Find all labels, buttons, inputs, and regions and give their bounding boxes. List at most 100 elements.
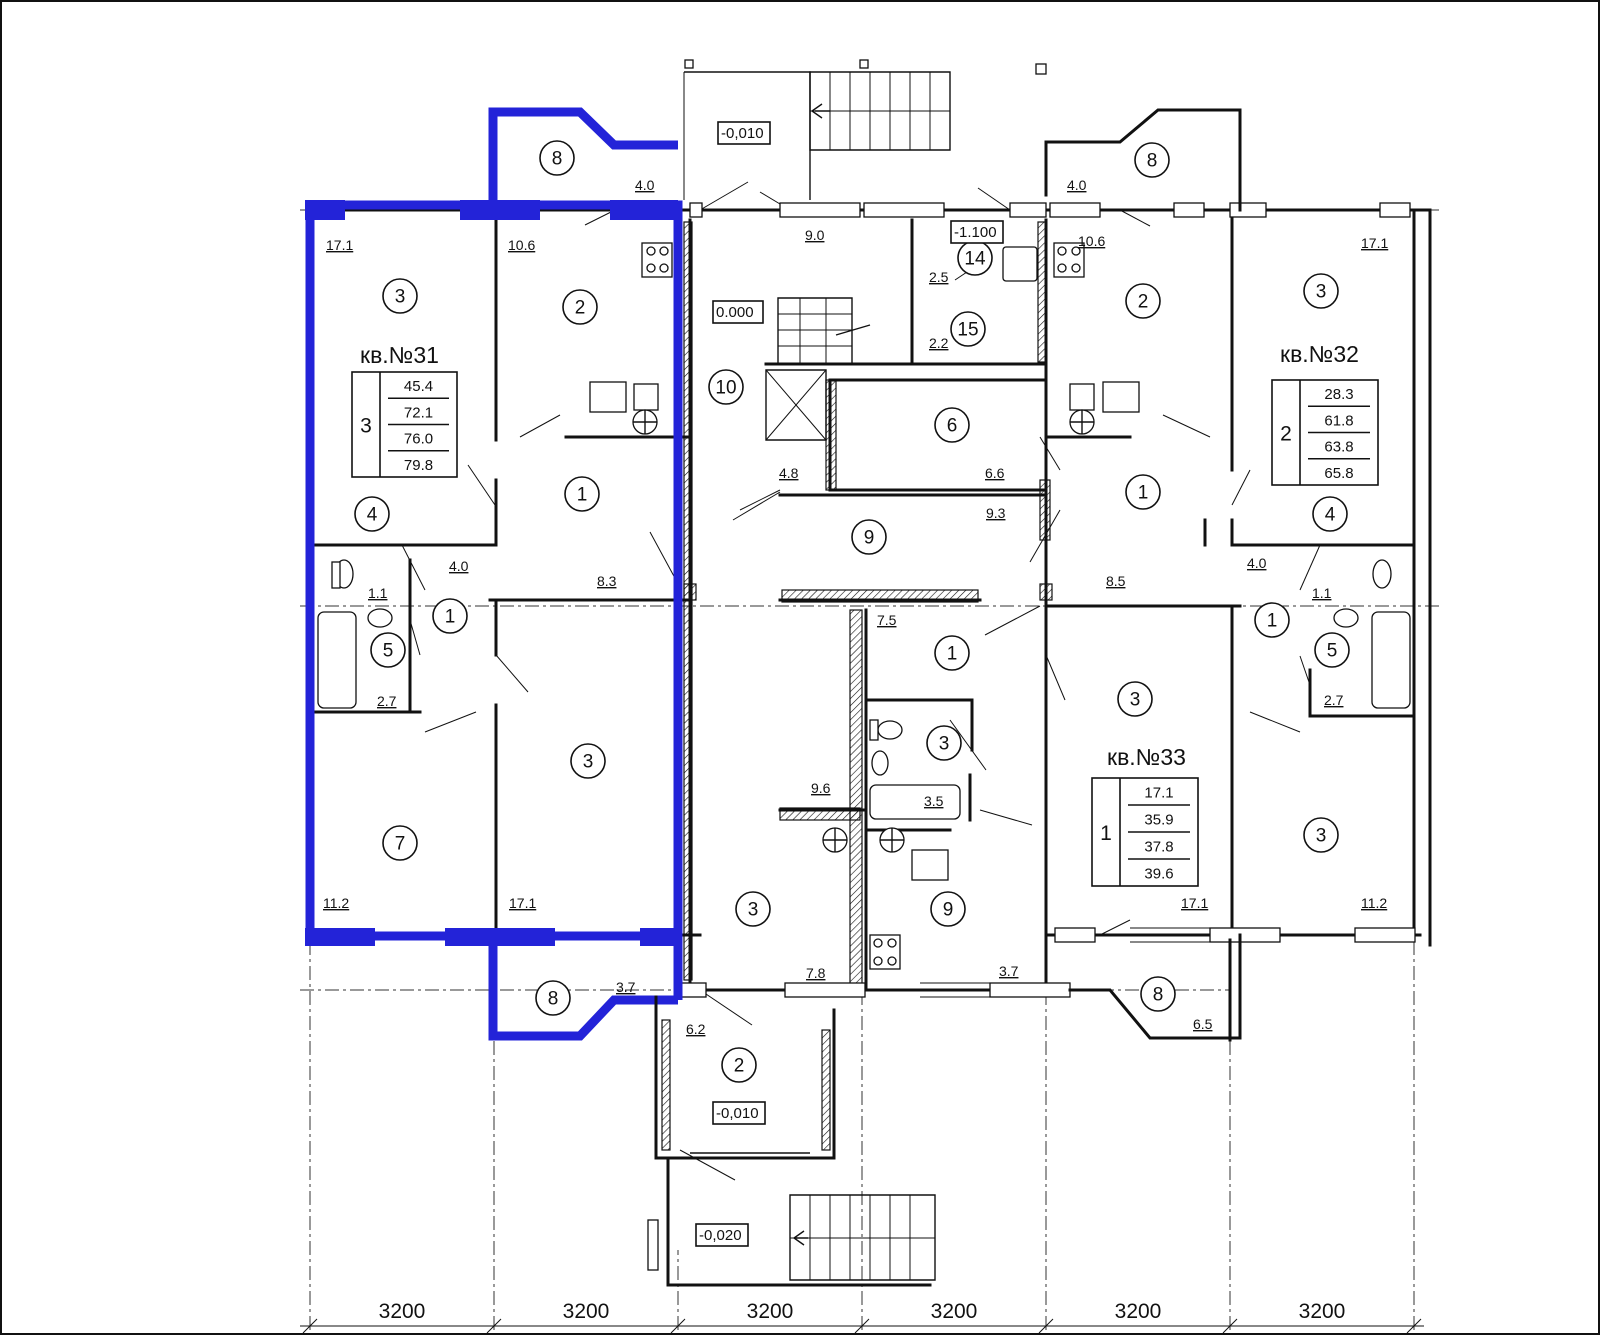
apartment-area-value: 63.8 xyxy=(1324,439,1353,456)
room-area-label: 9.3 xyxy=(986,505,1006,521)
room-area-label: 17.1 xyxy=(509,895,536,911)
room-number-marker: 1 xyxy=(564,476,600,512)
room-area-label: 11.2 xyxy=(1361,895,1387,911)
room-number-marker: 8 xyxy=(1140,976,1176,1012)
room-number-marker: 5 xyxy=(1314,632,1350,668)
room-area-label: 2.5 xyxy=(929,269,949,285)
room-count: 1 xyxy=(1100,822,1112,845)
apartment-name: кв.№33 xyxy=(1107,744,1186,770)
level-mark: -0,010 xyxy=(717,121,771,145)
level-value: -0,010 xyxy=(721,125,764,142)
room-number: 1 xyxy=(445,607,456,628)
room-number: 9 xyxy=(864,528,875,549)
room-area-label: 2.7 xyxy=(377,693,397,709)
room-number-marker: 14 xyxy=(957,240,993,276)
room-area-label: 11.2 xyxy=(323,895,349,911)
room-area-label: 9.0 xyxy=(805,227,825,243)
level-value: -0,010 xyxy=(716,1105,759,1122)
room-number: 6 xyxy=(947,416,958,437)
level-mark: -0,010 xyxy=(712,1101,766,1125)
room-area-label: 17.1 xyxy=(1361,235,1388,251)
room-area-label: 6.2 xyxy=(686,1021,706,1037)
room-number: 7 xyxy=(395,834,406,855)
room-area-label: 1.1 xyxy=(368,585,388,601)
room-area-label: 8.3 xyxy=(597,573,617,589)
window-blocks xyxy=(675,202,1416,998)
room-number-marker: 9 xyxy=(930,891,966,927)
room-count: 3 xyxy=(360,415,372,438)
axis-dimension: 3200 xyxy=(1115,1300,1162,1323)
room-number: 2 xyxy=(575,298,586,319)
entrance-vestibule xyxy=(647,995,932,1287)
room-number-marker: 8 xyxy=(539,140,575,176)
apartment-area-value: 17.1 xyxy=(1144,785,1173,802)
room-number: 1 xyxy=(1267,611,1278,632)
room-number-marker: 5 xyxy=(370,632,406,668)
balconies xyxy=(1044,108,1242,1042)
room-number: 2 xyxy=(1138,292,1149,313)
room-area-label: 10.6 xyxy=(508,237,535,253)
highlighted-apartment-outline xyxy=(305,107,683,1041)
room-area-label: 17.1 xyxy=(1181,895,1208,911)
room-number-marker: 1 xyxy=(1254,602,1290,638)
room-number-marker: 4 xyxy=(1312,496,1348,532)
room-area-label: 4.0 xyxy=(449,558,469,574)
room-number: 3 xyxy=(748,900,759,921)
room-number: 8 xyxy=(552,149,563,170)
room-area-label: 4.0 xyxy=(1067,177,1087,193)
room-number: 10 xyxy=(715,378,736,399)
room-number-marker: 3 xyxy=(1303,817,1339,853)
room-area-label: 3.5 xyxy=(924,793,944,809)
apartment-area-value: 72.1 xyxy=(404,404,433,421)
room-number-marker: 1 xyxy=(1125,474,1161,510)
room-number: 14 xyxy=(964,249,986,270)
room-area-label: 6.6 xyxy=(985,465,1005,481)
room-area-label: 2.2 xyxy=(929,335,949,351)
room-area-label: 4.0 xyxy=(1247,555,1267,571)
room-area-label: 4.0 xyxy=(635,177,655,193)
apartment-area-value: 79.8 xyxy=(404,457,433,474)
room-count: 2 xyxy=(1280,423,1292,446)
room-area-label: 7.5 xyxy=(877,612,897,628)
room-number: 1 xyxy=(1138,483,1149,504)
room-number: 5 xyxy=(1327,641,1338,662)
room-number: 15 xyxy=(957,320,978,341)
room-number: 8 xyxy=(548,989,559,1010)
room-area-label: 10.6 xyxy=(1078,233,1105,249)
staircases xyxy=(683,59,1047,1281)
room-number-marker: 3 xyxy=(735,891,771,927)
axis-dimension: 3200 xyxy=(1299,1300,1346,1323)
apartment-area-value: 45.4 xyxy=(404,378,433,395)
apartment-name: кв.№31 xyxy=(360,342,439,368)
room-number-marker: 4 xyxy=(354,496,390,532)
room-number: 3 xyxy=(1316,826,1327,847)
room-area-label: 17.1 xyxy=(326,237,353,253)
room-number: 4 xyxy=(1325,505,1336,526)
interior-walls xyxy=(308,208,1416,992)
room-number: 3 xyxy=(1316,282,1327,303)
apartment-area-value: 37.8 xyxy=(1144,839,1173,856)
room-number: 3 xyxy=(583,752,594,773)
level-mark: -0,020 xyxy=(695,1223,749,1247)
room-number: 3 xyxy=(395,287,406,308)
room-number: 8 xyxy=(1147,151,1158,172)
level-mark: -1.100 xyxy=(950,220,1004,244)
room-number-marker: 8 xyxy=(1134,142,1170,178)
level-value: -0,020 xyxy=(699,1227,742,1244)
masonry-walls xyxy=(683,221,1053,991)
room-number: 8 xyxy=(1153,985,1164,1006)
room-number-marker: 15 xyxy=(950,311,986,347)
room-number: 3 xyxy=(1130,690,1141,711)
room-number-marker: 3 xyxy=(926,725,962,761)
room-number-marker: 2 xyxy=(1125,283,1161,319)
room-area-label: 7.8 xyxy=(806,965,826,981)
apartment-area-value: 39.6 xyxy=(1144,866,1173,883)
room-number: 1 xyxy=(577,485,588,506)
